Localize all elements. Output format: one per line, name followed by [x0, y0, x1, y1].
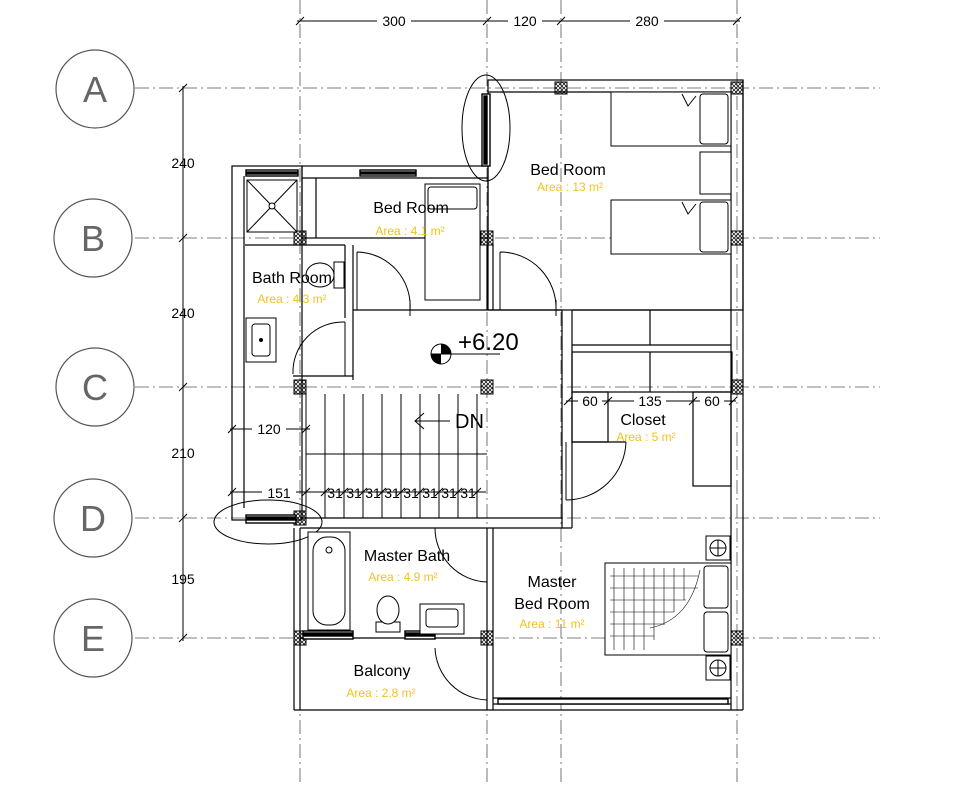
grid-bubble-d	[53, 478, 133, 558]
grid-label-e: E	[81, 618, 105, 659]
window	[303, 632, 353, 637]
door-bed2	[356, 251, 411, 316]
column	[730, 379, 744, 395]
toilet-icon	[333, 261, 345, 289]
room-area-balcony: Area : 2.8 m²	[346, 686, 415, 700]
door-balcony	[434, 647, 488, 701]
left-dimension-line	[178, 83, 188, 643]
dim-stair-riser: 31	[403, 485, 419, 501]
room-area-closet: Area : 5 m²	[616, 430, 675, 444]
dim-top-300: 300	[382, 13, 406, 29]
stair-label: DN	[455, 411, 484, 433]
dim-stair-riser: 31	[327, 485, 343, 501]
room-name-bath: Bath Room	[252, 270, 332, 287]
grid-bubble-b	[53, 198, 133, 278]
column	[730, 630, 744, 646]
level-marker	[430, 343, 500, 365]
column	[293, 379, 307, 395]
room-area-bath: Area : 4.3 m²	[257, 292, 326, 306]
column	[480, 230, 494, 246]
room-name-bed2: Bed Room	[373, 200, 449, 217]
dim-stair-riser: 31	[384, 485, 400, 501]
dim-closet-60a: 60	[582, 393, 598, 409]
room-name-bed1: Bed Room	[530, 162, 606, 179]
room-area-master-bed: Area : 11 m²	[519, 617, 584, 631]
door-bed1	[499, 251, 557, 316]
stair-arrow-head	[414, 412, 425, 430]
door-closet	[565, 441, 627, 501]
furniture	[245, 91, 732, 681]
grid-label-b: B	[81, 218, 105, 259]
window	[497, 698, 729, 705]
column	[480, 630, 494, 646]
grid-bubble-c	[55, 347, 135, 427]
columns	[293, 81, 744, 646]
dim-stair-riser: 31	[460, 485, 476, 501]
dim-left-210: 210	[171, 445, 195, 461]
dim-stair-width: 120	[257, 421, 281, 437]
grid-label-d: D	[80, 498, 106, 539]
room-area-bed1: Area : 13 m²	[537, 180, 603, 194]
column	[554, 81, 568, 95]
window	[360, 171, 416, 175]
room-name-master-bath: Master Bath	[364, 548, 450, 565]
column	[730, 81, 744, 95]
window	[246, 171, 298, 175]
window-marker-ellipse	[461, 74, 511, 182]
room-area-master-bath: Area : 4.9 m²	[368, 570, 437, 584]
blanket-pattern	[610, 568, 701, 650]
grid-label-a: A	[83, 69, 107, 110]
grid-bubble-e	[53, 598, 133, 678]
dim-stair-151: 151	[267, 485, 291, 501]
grid-lines	[135, 0, 880, 785]
dim-top-120: 120	[513, 13, 537, 29]
dim-closet-60b: 60	[704, 393, 720, 409]
room-name-master-bed-2: Bed Room	[514, 596, 590, 613]
door-master-bath	[434, 527, 488, 583]
doors	[292, 251, 627, 701]
window-marker-ellipse	[213, 499, 323, 545]
dim-top-280: 280	[635, 13, 659, 29]
window	[483, 95, 488, 165]
dim-stair-riser: 31	[441, 485, 457, 501]
grid-bubbles	[53, 49, 135, 678]
dim-left-240b: 240	[171, 305, 195, 321]
room-name-closet: Closet	[620, 412, 666, 429]
grid-bubble-a	[55, 49, 135, 129]
dim-stair-riser: 31	[365, 485, 381, 501]
column	[730, 230, 744, 246]
windows	[245, 93, 729, 705]
dim-left-195: 195	[171, 571, 195, 587]
room-name-balcony: Balcony	[354, 663, 411, 680]
room-area-bed2: Area : 4.1 m²	[375, 224, 444, 238]
window	[246, 516, 296, 521]
dim-stair-riser: 31	[346, 485, 362, 501]
dim-closet-135: 135	[638, 393, 662, 409]
dim-stair-riser: 31	[422, 485, 438, 501]
door-bath	[292, 321, 346, 376]
stair	[305, 394, 487, 518]
column	[480, 379, 494, 395]
column	[293, 230, 307, 246]
dim-left-240a: 240	[171, 155, 195, 171]
level-label: +6.20	[458, 329, 519, 356]
grid-label-c: C	[82, 367, 108, 408]
room-name-master-bed-1: Master	[528, 574, 578, 591]
